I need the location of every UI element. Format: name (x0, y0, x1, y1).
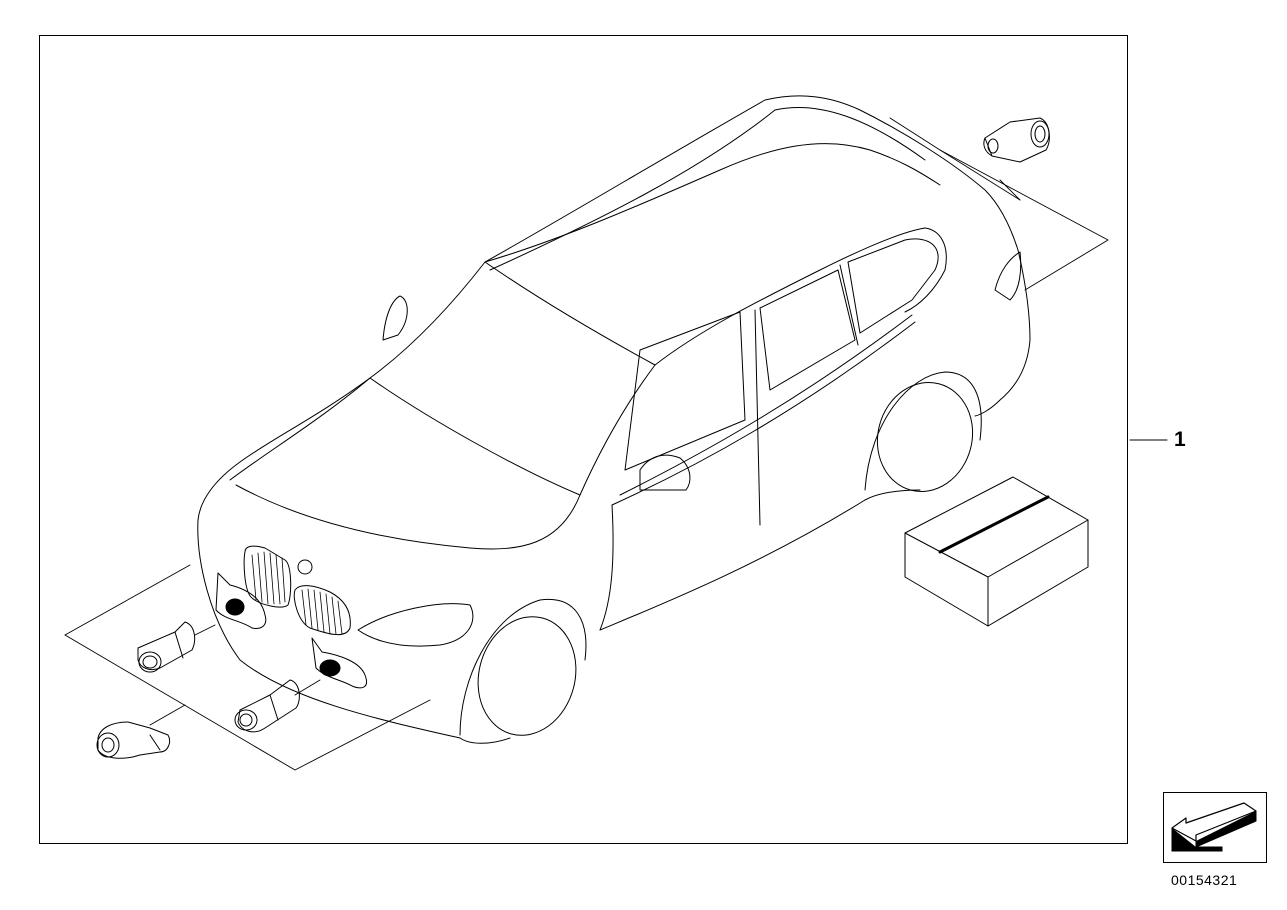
callout-label-1: 1 (1174, 428, 1186, 451)
sensor-front-left-upper (137, 572, 267, 673)
leader-lines (64, 117, 1168, 771)
sensor-front-left-lower (96, 721, 171, 759)
vehicle-outline (197, 95, 1031, 744)
document-number: 00154321 (1171, 872, 1238, 888)
kit-box (904, 476, 1089, 627)
arrow-down-left-icon (1171, 802, 1257, 852)
diagram-frame (39, 35, 1128, 844)
navigation-arrow-button[interactable] (1163, 792, 1267, 863)
sensor-front-right (234, 637, 367, 733)
sensor-rear (983, 117, 1050, 163)
